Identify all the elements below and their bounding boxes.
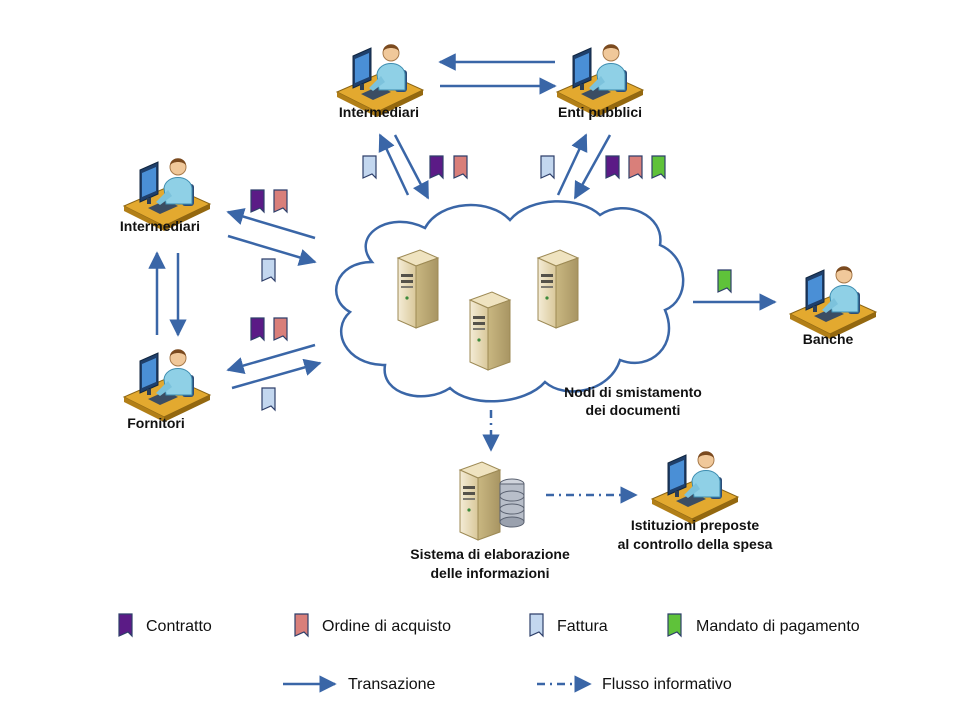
- arrow-intermediari-top-to-cloud: [393, 134, 430, 200]
- legend-transazione-label: Transazione: [348, 676, 436, 693]
- database-server-icon: [459, 461, 525, 541]
- label-intermediari-top: Intermediari: [339, 104, 419, 120]
- server-icon: [469, 291, 511, 371]
- person-icon-fornitori: [123, 348, 211, 423]
- information-flow-arrows: [482, 410, 638, 504]
- arrow-cloud-to-intermediari-top: [378, 133, 410, 196]
- label-banche: Banche: [803, 331, 854, 347]
- document-ordine-icon: [628, 155, 643, 179]
- legend-flusso-label: Flusso informativo: [602, 676, 732, 693]
- legend-mandato-label: Mandato di pagamento: [696, 618, 860, 635]
- legend: Contratto Ordine di acquisto Fattura Man…: [118, 613, 860, 693]
- document-ordine-icon: [453, 155, 468, 179]
- document-contratto-icon: [429, 155, 444, 179]
- document-ordine-icon: [273, 317, 288, 341]
- arrow-cloud-to-enti: [556, 133, 588, 196]
- legend-ordine-icon: [294, 613, 309, 637]
- label-nodi-line2: dei documenti: [586, 402, 681, 418]
- document-fattura-icon: [362, 155, 377, 179]
- server-icon: [537, 249, 579, 329]
- label-fornitori: Fornitori: [127, 415, 185, 431]
- arrow-enti-to-cloud: [573, 134, 612, 200]
- label-nodi-line1: Nodi di smistamento: [564, 384, 702, 400]
- document-mandato-icon: [651, 155, 666, 179]
- legend-contratto-label: Contratto: [146, 618, 212, 635]
- legend-fattura-label: Fattura: [557, 618, 608, 635]
- legend-mandato-icon: [667, 613, 682, 637]
- document-fattura-icon: [540, 155, 555, 179]
- label-istituzioni-line2: al controllo della spesa: [618, 536, 773, 552]
- document-contratto-icon: [250, 189, 265, 213]
- label-sistema-line1: Sistema di elaborazione: [410, 546, 570, 562]
- label-enti-pubblici: Enti pubblici: [558, 104, 642, 120]
- transaction-arrows: [148, 53, 777, 390]
- legend-contratto-icon: [118, 613, 133, 637]
- arrow-cloud-to-fornitori: [226, 343, 316, 375]
- arrow-intermediari-left-to-cloud: [227, 234, 317, 266]
- person-icon-istituzioni: [651, 450, 739, 525]
- label-sistema-line2: delle informazioni: [430, 565, 549, 581]
- label-intermediari-left: Intermediari: [120, 218, 200, 234]
- document-fattura-icon: [261, 258, 276, 282]
- server-icon: [397, 249, 439, 329]
- document-contratto-icon: [250, 317, 265, 341]
- document-ordine-icon: [273, 189, 288, 213]
- person-icon-banche: [789, 265, 877, 340]
- legend-ordine-label: Ordine di acquisto: [322, 618, 451, 635]
- document-mandato-icon: [717, 269, 732, 293]
- arrow-cloud-to-intermediari-left: [226, 208, 316, 240]
- legend-fattura-icon: [529, 613, 544, 637]
- label-istituzioni-line1: Istituzioni preposte: [631, 517, 760, 533]
- document-contratto-icon: [605, 155, 620, 179]
- document-fattura-icon: [261, 387, 276, 411]
- arrow-fornitori-to-cloud: [231, 358, 322, 390]
